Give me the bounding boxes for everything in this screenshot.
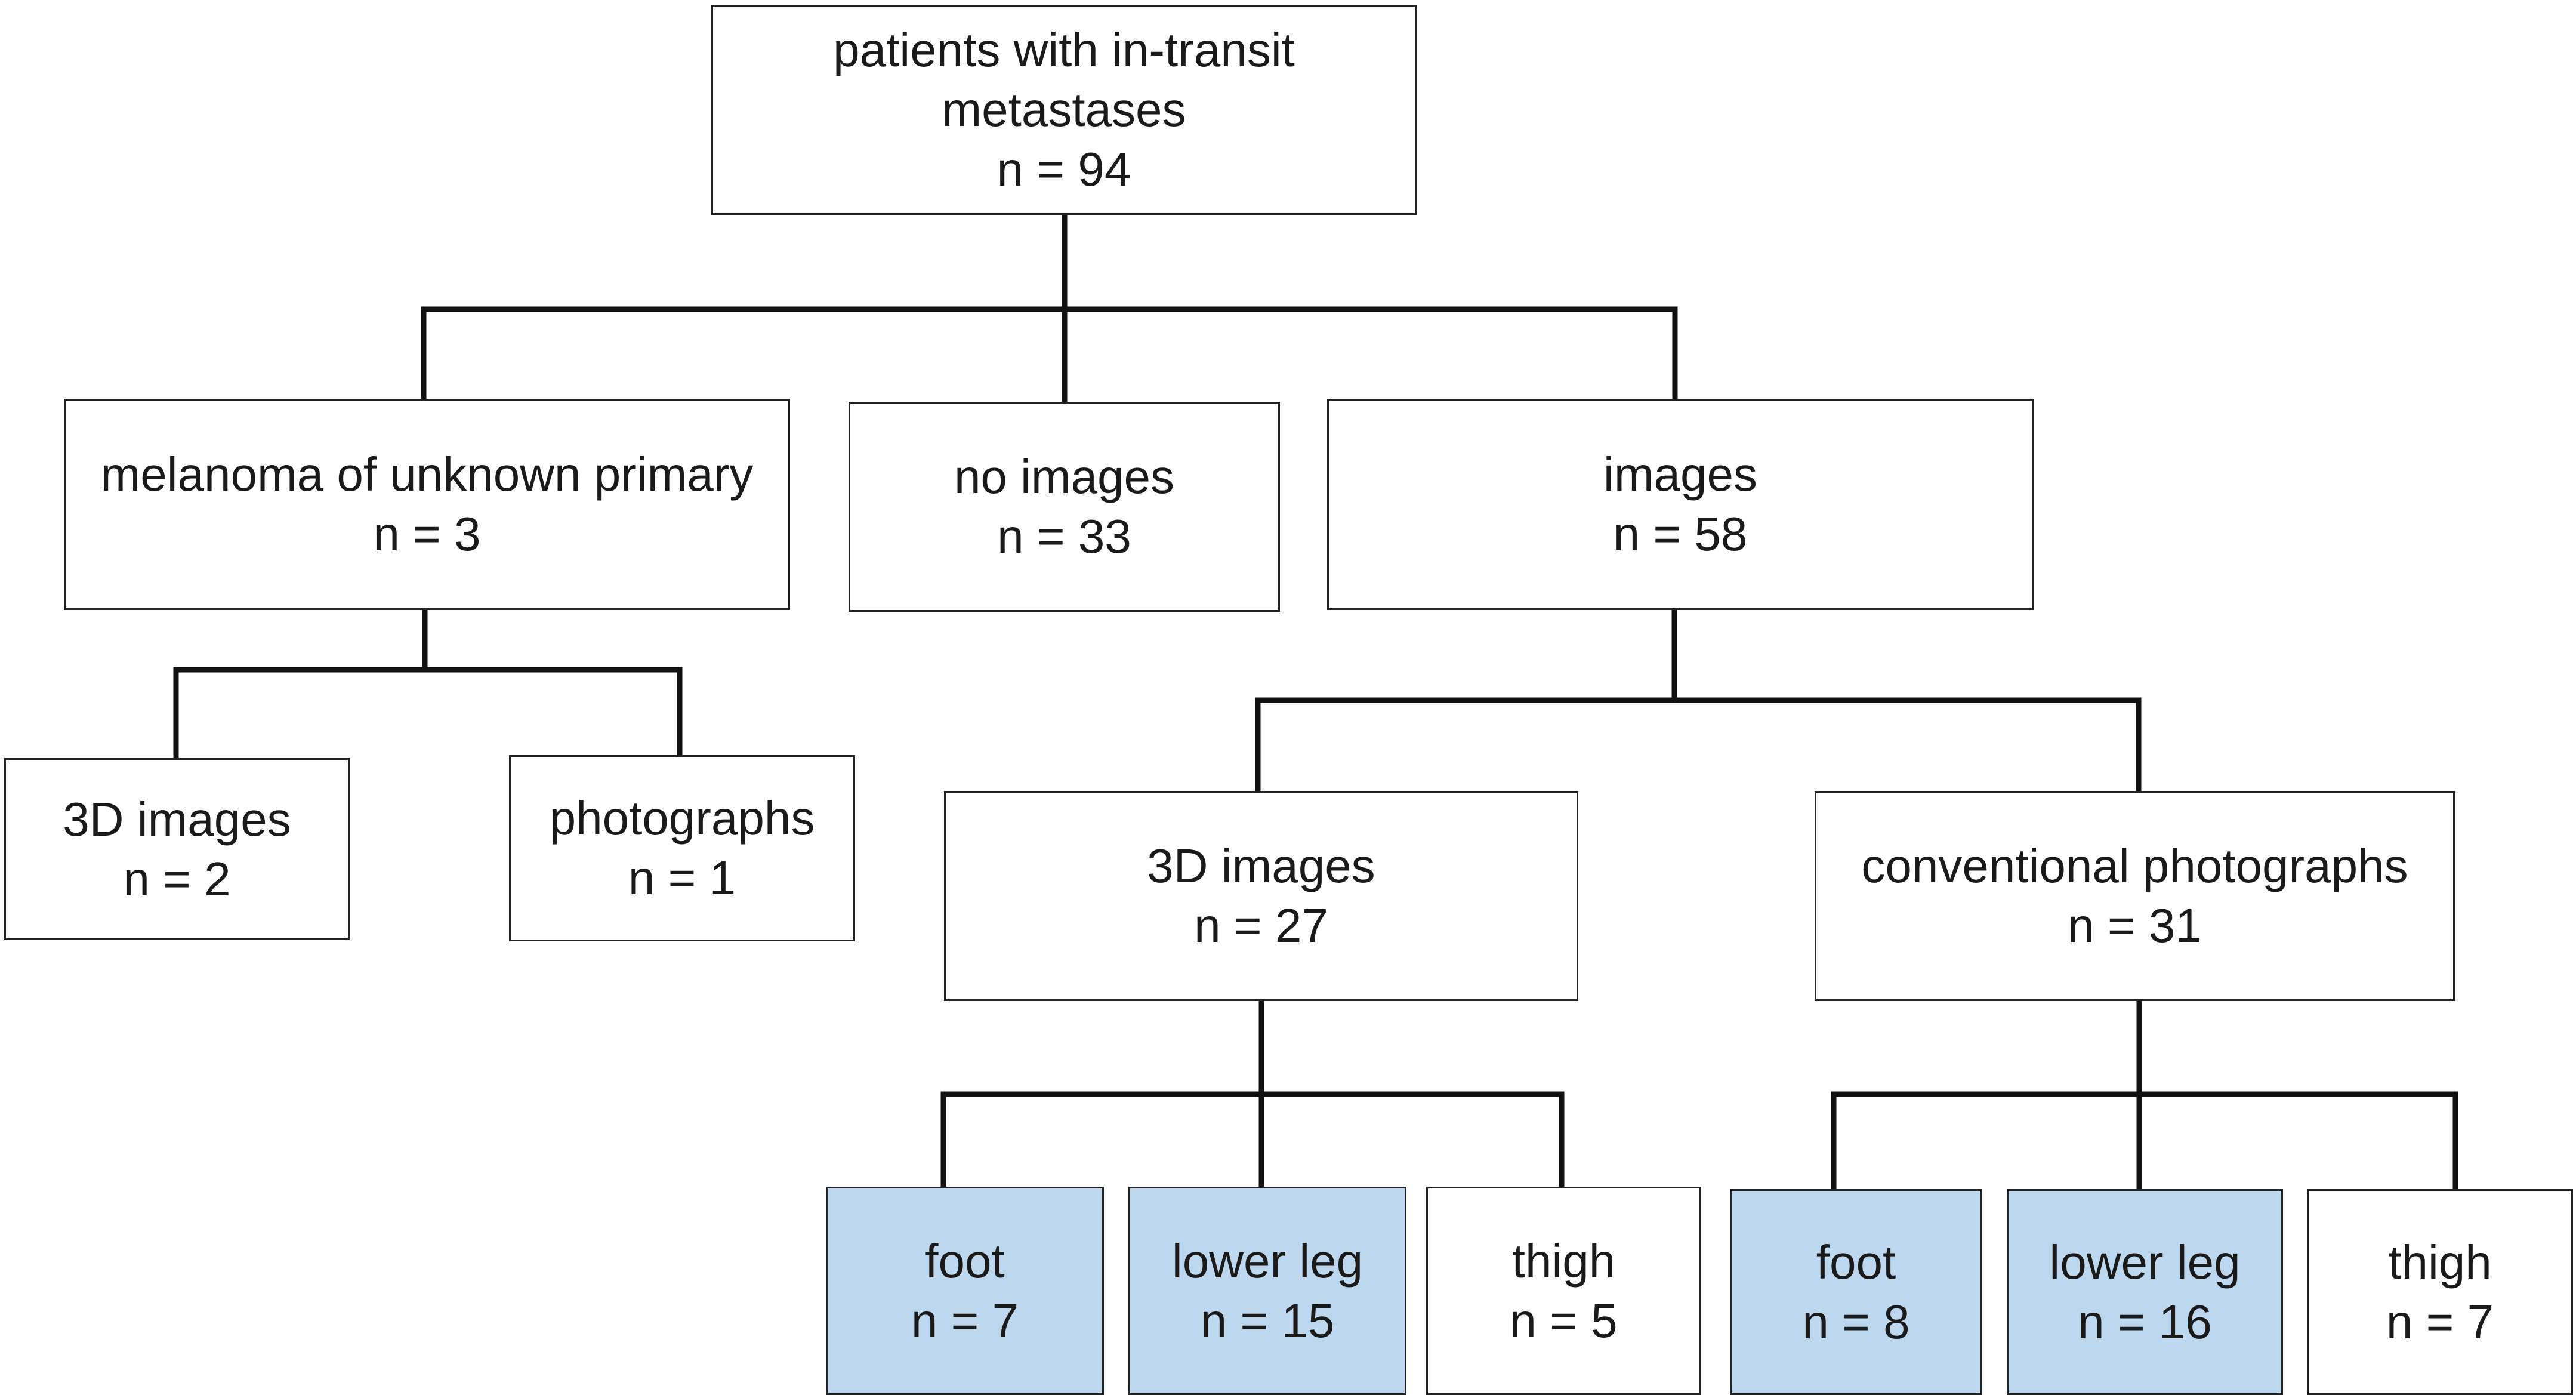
node-root-count: n = 94 [997,143,1131,196]
node-thighc-label: thigh [2388,1235,2492,1289]
node-img3d-label: 3D images [1147,839,1375,892]
node-thighc-count: n = 7 [2386,1295,2494,1348]
node-3d-foot: foot n = 7 [826,1187,1104,1395]
node-3d-thigh: thigh n = 5 [1426,1187,1701,1395]
node-mup3d-label: 3D images [63,792,291,846]
connector-images-children [1255,606,2142,794]
node-conv-lower-leg: lower leg n = 16 [2007,1189,2283,1395]
node-thigh3d-label: thigh [1511,1234,1616,1288]
connector-conv-regions [1831,997,2458,1192]
node-legc-label: lower leg [2049,1235,2241,1289]
connector-root-level1 [421,211,1678,405]
node-legc-count: n = 16 [2078,1295,2212,1348]
node-images-3d: 3D images n = 27 [944,791,1578,1001]
node-footc-label: foot [1816,1235,1896,1289]
node-mupphoto-count: n = 1 [628,851,736,904]
node-noimg-label: no images [954,450,1175,503]
node-conventional-photographs: conventional photographs n = 31 [1815,791,2455,1001]
node-melanoma-unknown-primary: melanoma of unknown primary n = 3 [64,399,790,610]
node-root-label: patients with in-transit metastases [833,23,1295,136]
node-img3d-count: n = 27 [1194,899,1328,952]
node-conv-foot: foot n = 8 [1730,1189,1982,1395]
connector-mup-children [173,606,683,761]
connector-3d-regions [940,997,1565,1190]
node-mupphoto-label: photographs [549,792,815,845]
node-3d-lower-leg: lower leg n = 15 [1128,1187,1406,1395]
node-leg3d-count: n = 15 [1200,1294,1335,1347]
node-mup-label: melanoma of unknown primary [100,448,754,501]
node-mup-3d-images: 3D images n = 2 [4,758,350,940]
node-img-label: images [1603,448,1757,501]
node-img-count: n = 58 [1613,507,1748,561]
node-footc-count: n = 8 [1802,1295,1910,1348]
node-convphoto-label: conventional photographs [1861,839,2408,892]
node-foot3d-count: n = 7 [911,1294,1019,1347]
node-no-images: no images n = 33 [849,402,1280,612]
node-conv-thigh: thigh n = 7 [2307,1189,2573,1395]
node-noimg-count: n = 33 [997,510,1131,563]
node-mup-count: n = 3 [373,507,481,561]
node-thigh3d-count: n = 5 [1510,1294,1618,1347]
node-foot3d-label: foot [925,1234,1005,1288]
node-convphoto-count: n = 31 [2068,899,2202,952]
node-mup3d-count: n = 2 [123,852,231,906]
node-leg3d-label: lower leg [1171,1234,1363,1288]
node-root: patients with in-transit metastases n = … [711,5,1417,215]
node-images: images n = 58 [1327,399,2034,610]
node-mup-photographs: photographs n = 1 [509,755,855,941]
